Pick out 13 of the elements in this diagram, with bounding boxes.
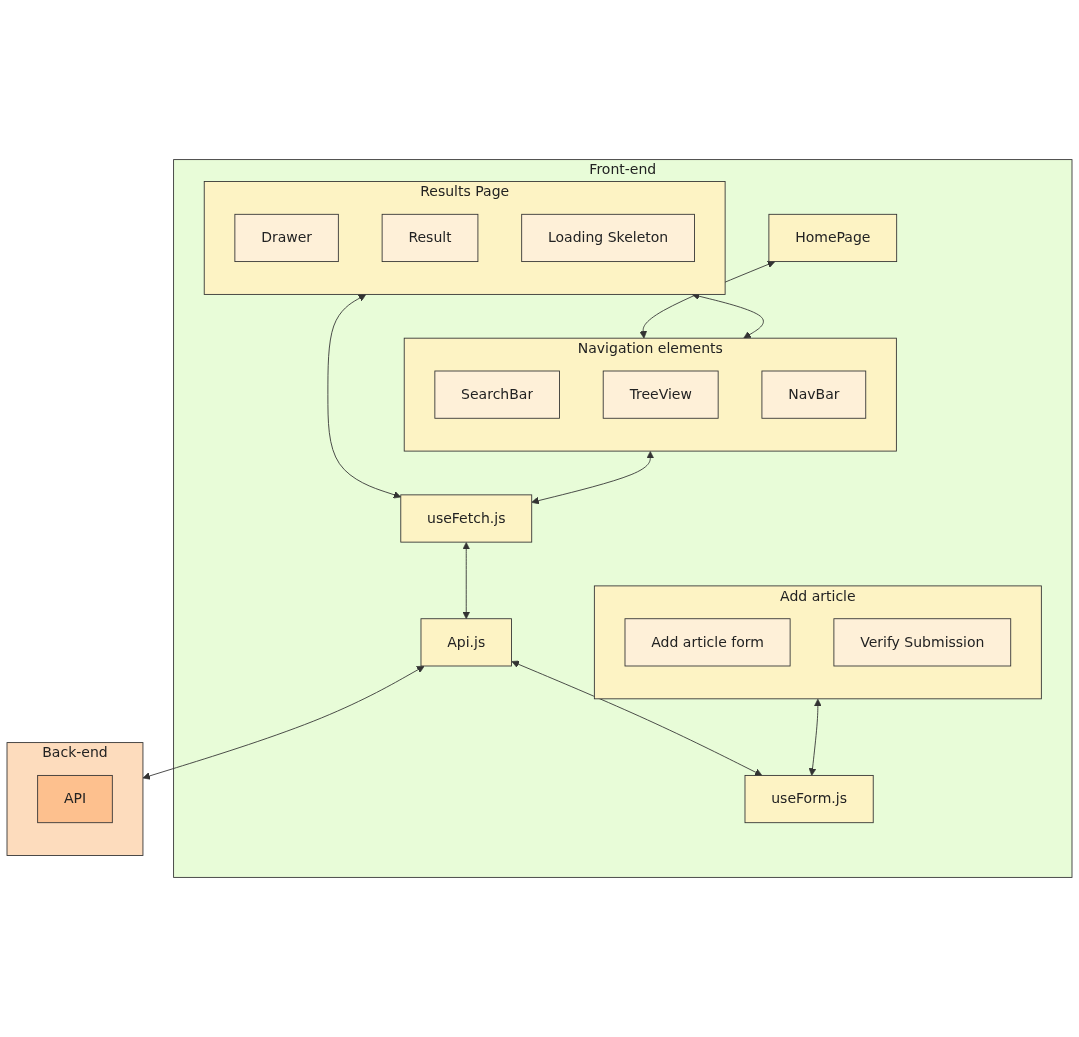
node-box: SearchBar <box>434 370 560 419</box>
node-box: API <box>37 774 113 824</box>
node-box: Api.js <box>420 618 512 667</box>
node-box: TreeView <box>602 370 719 419</box>
node-box: Add article form <box>624 618 791 667</box>
node-box: NavBar <box>761 370 867 419</box>
node-box: Loading Skeleton <box>521 213 695 262</box>
node-box: useForm.js <box>744 774 874 824</box>
node-box: useFetch.js <box>400 494 533 543</box>
node-box: Verify Submission <box>833 618 1012 667</box>
node-box: HomePage <box>768 213 898 262</box>
node-box: Drawer <box>234 213 339 262</box>
node-box: Result <box>381 213 479 262</box>
